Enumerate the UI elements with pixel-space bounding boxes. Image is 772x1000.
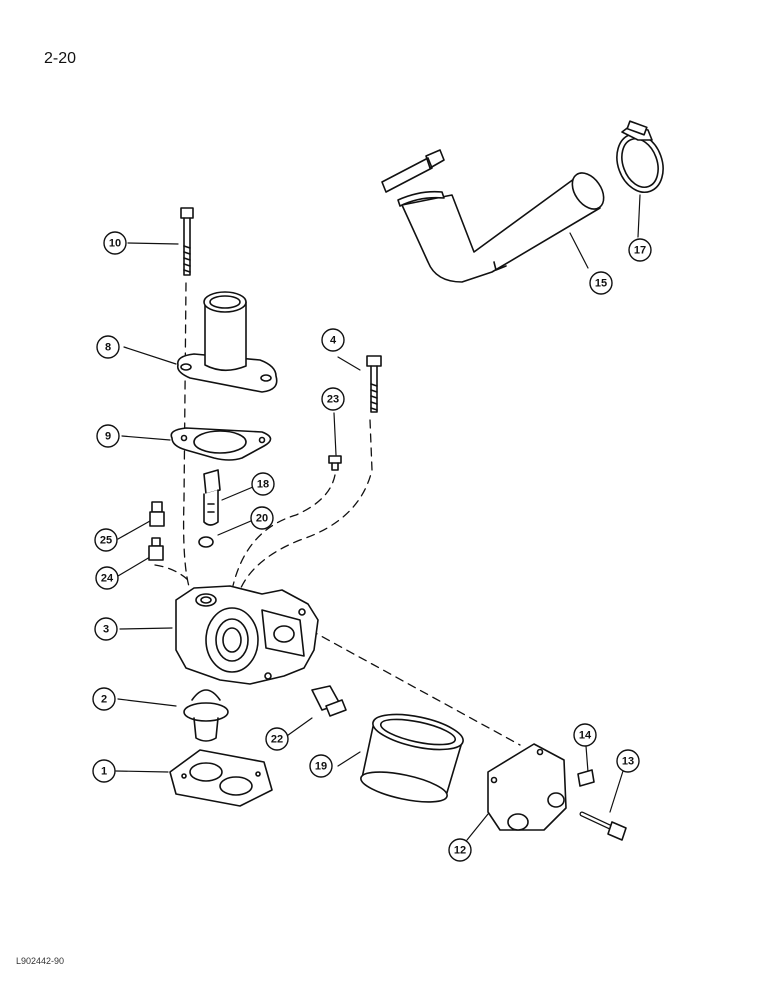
callout-24: 24 — [95, 566, 119, 590]
screw-23-part — [328, 455, 342, 471]
callout-label: 12 — [454, 845, 466, 857]
callout-circle — [251, 472, 275, 496]
callout-circle — [250, 506, 274, 530]
gasket-part — [169, 749, 273, 807]
plug-part — [149, 501, 165, 527]
callout-22: 22 — [265, 727, 289, 751]
callout-13: 13 — [616, 749, 640, 773]
callout-label: 19 — [315, 761, 327, 773]
callout-label: 22 — [271, 734, 283, 746]
callout-17: 17 — [628, 238, 652, 262]
callout-circle — [94, 617, 118, 641]
hose-part — [381, 149, 605, 283]
callout-label: 14 — [579, 730, 592, 742]
callout-circle — [589, 271, 613, 295]
callout-4: 4 — [321, 328, 345, 352]
thermostat-housing-part — [175, 585, 319, 685]
callout-label: 24 — [101, 573, 114, 585]
coolant-filter-part — [360, 713, 464, 803]
page-number: 2-20 — [44, 50, 77, 67]
callout-circle — [573, 723, 597, 747]
valve-part — [203, 469, 221, 526]
callout-25: 25 — [94, 528, 118, 552]
bolt-4-part — [366, 355, 382, 413]
callout-18: 18 — [251, 472, 275, 496]
callout-circle — [309, 754, 333, 778]
sender-part — [148, 537, 164, 561]
thermostat-part — [183, 689, 229, 742]
callout-20: 20 — [250, 506, 274, 530]
assembly-lines — [154, 282, 521, 746]
callout-9: 9 — [96, 424, 120, 448]
callout-label: 8 — [105, 342, 111, 354]
water-outlet-elbow-part — [176, 291, 278, 393]
o-ring-part — [198, 536, 214, 548]
bolt-13-part — [579, 811, 627, 841]
callout-12: 12 — [448, 838, 472, 862]
callout-circle — [96, 335, 120, 359]
callout-circle — [321, 328, 345, 352]
callout-circle — [321, 387, 345, 411]
callout-circle — [95, 566, 119, 590]
callout-label: 4 — [330, 335, 337, 347]
callout-1: 1 — [92, 759, 116, 783]
callout-8: 8 — [96, 335, 120, 359]
callout-circle — [92, 687, 116, 711]
callout-label: 1 — [101, 766, 107, 778]
callout-label: 10 — [109, 238, 121, 250]
callout-label: 13 — [622, 756, 634, 768]
callout-3: 3 — [94, 617, 118, 641]
callout-label: 2 — [101, 694, 107, 706]
bolt-14-part — [577, 769, 595, 787]
hose-clamp-part — [616, 120, 664, 193]
callout-2: 2 — [92, 687, 116, 711]
callout-circle — [628, 238, 652, 262]
callout-label: 3 — [103, 624, 109, 636]
callout-circle — [448, 838, 472, 862]
callout-10: 10 — [103, 231, 127, 255]
callout-label: 23 — [327, 394, 339, 406]
filter-bracket-part — [487, 743, 567, 831]
callout-14: 14 — [573, 723, 597, 747]
callout-circle — [265, 727, 289, 751]
callout-label: 18 — [257, 479, 269, 491]
callout-circle — [94, 528, 118, 552]
callout-circle — [96, 424, 120, 448]
callout-label: 25 — [100, 535, 112, 547]
callout-circle — [616, 749, 640, 773]
callout-15: 15 — [589, 271, 613, 295]
callout-19: 19 — [309, 754, 333, 778]
callout-label: 20 — [256, 513, 268, 525]
figure-code: L902442-90 — [16, 956, 65, 966]
outlet-gasket-part — [170, 427, 272, 461]
callout-label: 9 — [105, 431, 111, 443]
callout-circle — [92, 759, 116, 783]
callout-23: 23 — [321, 387, 345, 411]
bolt-10-part — [180, 207, 194, 276]
callout-label: 15 — [595, 278, 607, 290]
callout-label: 17 — [634, 245, 646, 257]
fitting-part — [311, 685, 347, 717]
callout-circle — [103, 231, 127, 255]
